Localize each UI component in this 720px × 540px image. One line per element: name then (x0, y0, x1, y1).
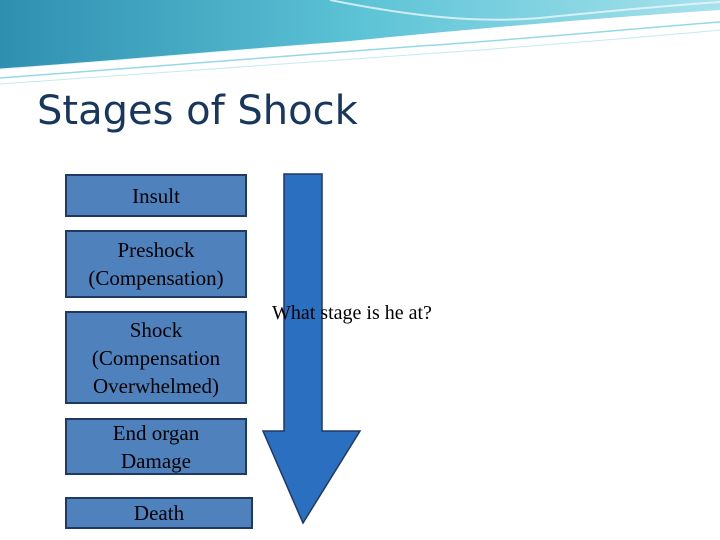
stage-box-preshock: Preshock (Compensation) (65, 230, 247, 298)
stage-label: End organ Damage (112, 420, 200, 473)
question-text: What stage is he at? (272, 302, 432, 324)
stage-box-death: Death (65, 497, 253, 529)
stage-box-insult: Insult (65, 174, 247, 217)
down-arrow-icon (261, 173, 362, 525)
stage-label: Death (133, 501, 185, 525)
stage-box-end-organ-damage: End organ Damage (65, 418, 247, 475)
slide-title: Stages of Shock (37, 88, 358, 134)
stage-box-shock: Shock (Compensation Overwhelmed) (65, 311, 247, 404)
header-wave-decoration (0, 0, 720, 85)
stage-label: Shock (Compensation Overwhelmed) (91, 317, 221, 398)
stage-label: Preshock (Compensation) (88, 238, 224, 290)
stage-label: Insult (132, 183, 180, 208)
